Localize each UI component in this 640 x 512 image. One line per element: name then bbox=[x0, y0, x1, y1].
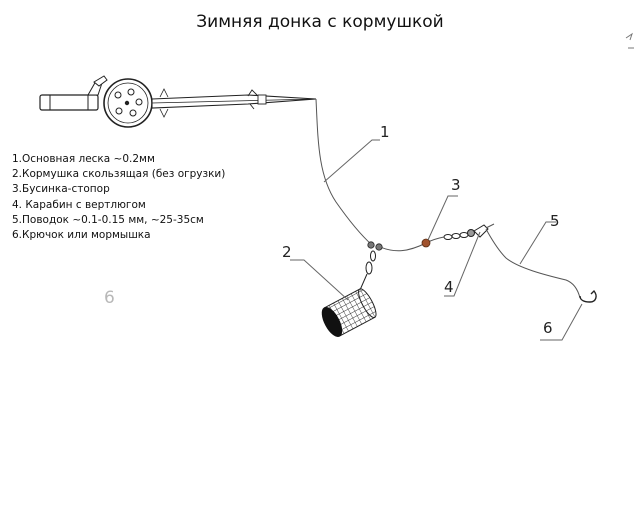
feeder-attachment bbox=[359, 250, 376, 291]
legend-item-2: 2.Кормушка скользящая (без огрузки) bbox=[12, 168, 226, 181]
leader-line bbox=[485, 228, 581, 299]
feeder bbox=[321, 288, 377, 337]
callout-1-line bbox=[323, 139, 380, 183]
hook bbox=[579, 289, 597, 303]
legend: 1.Основная леска ~0.2мм 2.Кормушка сколь… bbox=[12, 152, 225, 243]
main-line bbox=[315, 98, 373, 246]
callout-4-line bbox=[444, 231, 481, 297]
corner-mark bbox=[625, 32, 634, 49]
callout-4: 4 bbox=[444, 278, 454, 296]
rod-handle bbox=[39, 75, 108, 111]
legend-item-6: 6.Крючок или мормышка bbox=[12, 229, 151, 242]
callout-1: 1 bbox=[380, 123, 390, 141]
callout-lines bbox=[290, 139, 583, 341]
stray-label: 6 bbox=[104, 288, 115, 308]
snap-swivel bbox=[443, 224, 489, 240]
callout-6: 6 bbox=[543, 319, 553, 337]
leader-knot bbox=[485, 223, 495, 229]
stopper-bead bbox=[421, 238, 431, 248]
callout-5-line bbox=[519, 221, 556, 265]
legend-item-4: 4. Карабин с вертлюгом bbox=[12, 198, 146, 211]
winter-rod bbox=[39, 75, 317, 128]
rod-reel bbox=[103, 78, 153, 128]
legend-item-1: 1.Основная леска ~0.2мм bbox=[12, 153, 155, 165]
diagram-title: Зимняя донка с кормушкой bbox=[196, 12, 444, 32]
legend-item-3: 3.Бусинка-стопор bbox=[12, 183, 110, 196]
callout-6-line bbox=[540, 303, 583, 341]
callout-3-line bbox=[427, 195, 458, 241]
legend-item-5: 5.Поводок ~0.1-0.15 мм, ~25-35см bbox=[12, 213, 204, 226]
rod-tip bbox=[151, 88, 317, 118]
callout-2: 2 bbox=[282, 243, 292, 261]
callout-5: 5 bbox=[550, 212, 560, 230]
swivel-beads bbox=[367, 241, 383, 251]
callout-2-line bbox=[290, 259, 349, 301]
callout-3: 3 bbox=[451, 176, 461, 194]
